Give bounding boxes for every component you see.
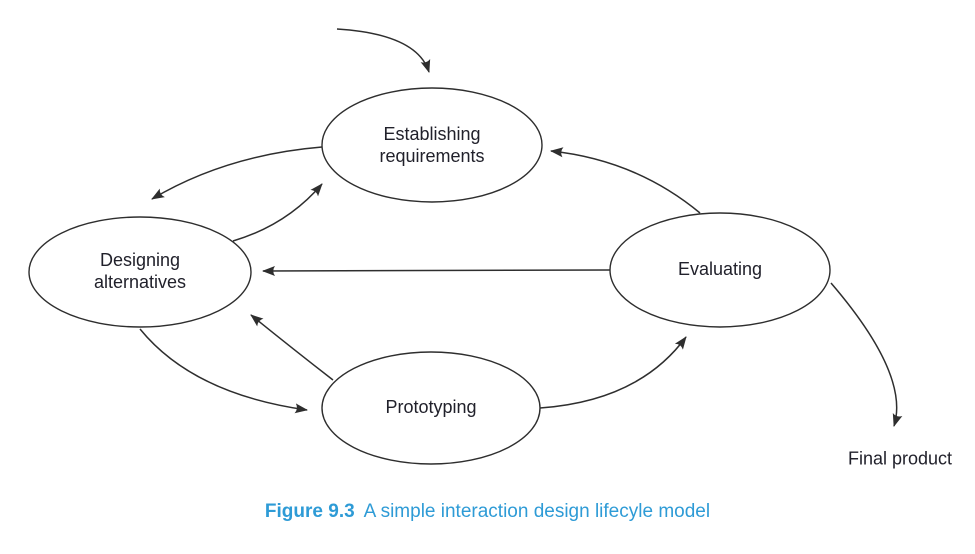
edge-establishing-to-designing [151,146,323,200]
node-ellipse-evaluating [609,212,831,328]
edge-designing-to-establishing [232,183,323,242]
node-ellipse-establishing-requirements [321,87,543,203]
figure-caption: Figure 9.3 A simple interaction design li… [0,501,975,523]
edge-start-to-establishing [336,28,431,73]
edge-prototyping-to-designing [250,314,334,381]
edge-evaluating-to-designing [262,265,611,276]
node-ellipse-designing-alternatives [28,216,252,328]
edge-prototyping-to-evaluating [539,336,687,409]
figure-caption-text: A simple interaction design lifecyle mod… [363,501,711,522]
edge-evaluating-to-final-product [830,282,903,427]
edge-evaluating-to-establishing [550,147,701,214]
final-product-label: Final product [847,448,953,469]
node-ellipse-prototyping [321,351,541,465]
edge-designing-to-prototyping [139,328,308,414]
figure-caption-label: Figure 9.3 [264,501,355,522]
